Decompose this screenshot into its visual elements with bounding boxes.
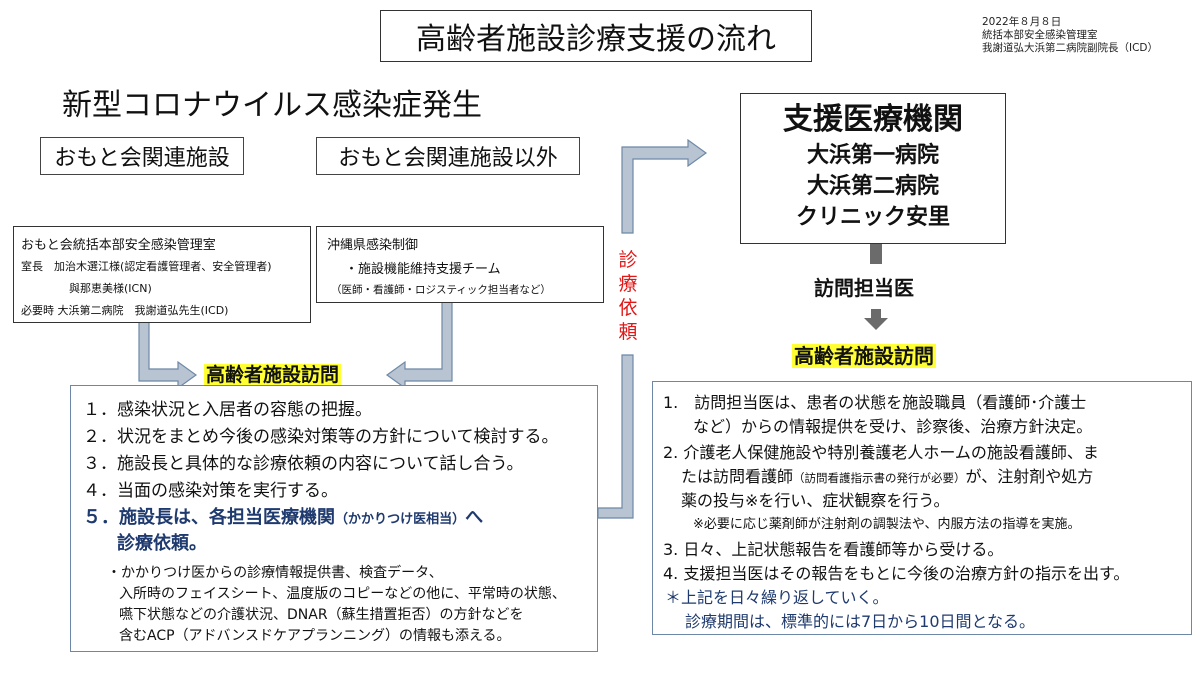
arrow-right-to-visit	[385, 297, 453, 390]
left-step-1: １．感染状況と入居者の容態の把握。	[83, 400, 372, 420]
left-step-5-a: ５．施設長は、各担当医療機関	[83, 507, 335, 528]
right-step-2a: 2. 介護老人保健施設や特別養護老人ホームの施設看護師、ま	[663, 443, 1099, 462]
visit-label-right: 高齢者施設訪問	[792, 340, 936, 369]
connector-support-doctor	[870, 244, 882, 264]
meta-date: 2022年８月８日	[982, 16, 1062, 28]
page-title: 高齢者施設診療支援の流れ	[380, 10, 812, 62]
visiting-doctor-label: 訪問担当医	[814, 276, 914, 300]
outbreak-heading: 新型コロナウイルス感染症発生	[62, 88, 482, 123]
support-hospital-2: 大浜第二病院	[806, 174, 939, 199]
left-step-5-d: 診療依頼。	[117, 533, 207, 554]
right-steps-box: 1. 訪問担当医は、患者の状態を施設職員（看護師･介護士 など）からの情報提供を…	[652, 381, 1192, 635]
category-omoto: おもと会関連施設	[40, 137, 244, 175]
okinawa-line2: ・施設機能維持支援チーム	[345, 262, 501, 277]
right-step-2d: が、注射剤や処方	[965, 467, 1094, 486]
left-note-2: 入所時のフェイスシート、温度版のコピーなどの他に、平常時の状態、	[119, 586, 566, 602]
left-note-3: 嚥下状態などの介護状況、DNAR（蘇生措置拒否）の方針などを	[119, 607, 524, 623]
visit-label-left-text: 高齢者施設訪問	[204, 364, 342, 386]
visit-label-left: 高齢者施設訪問	[204, 360, 342, 387]
support-hospital-3: クリニック安里	[795, 205, 950, 230]
left-steps-box: １．感染状況と入居者の容態の把握。 ２．状況をまとめ今後の感染対策等の方針につい…	[70, 385, 598, 652]
right-step-1b: など）からの情報提供を受け、診察後、治療方針決定。	[693, 417, 1093, 436]
right-summary-1: ＊上記を日々繰り返していく。	[665, 588, 889, 607]
category-non-omoto: おもと会関連施設以外	[316, 137, 580, 175]
left-step-5: ５．施設長は、各担当医療機関（かかりつけ医相当）へ	[83, 503, 483, 529]
arrow-doctor-to-visit	[864, 309, 888, 330]
right-summary-2: 診療期間は、標準的には7日から10日間となる。	[685, 612, 1036, 631]
right-step-2c: （訪問看護指示書の発行が必要）	[793, 471, 966, 485]
right-step-1a: 1. 訪問担当医は、患者の状態を施設職員（看護師･介護士	[663, 393, 1087, 412]
omoto-line3: 與那恵美様(ICN)	[69, 282, 152, 295]
left-step-5-c: へ	[465, 507, 484, 528]
right-step-2e: 薬の投与※を行い、症状観察を行う。	[681, 491, 950, 510]
meta-info: 2022年８月８日 統括本部安全感染管理室 我謝道弘大浜第二病院副院長（ICD）	[982, 16, 1158, 55]
left-note-4: 含むACP（アドバンスドケアプランニング）の情報も添える。	[119, 628, 511, 644]
visit-label-right-text: 高齢者施設訪問	[792, 344, 936, 368]
arrow-request-to-support	[597, 354, 634, 519]
omoto-infection-box: おもと会統括本部安全感染管理室 室長 加治木選江様(認定看護管理者、安全管理者)…	[13, 226, 311, 323]
meta-dept: 統括本部安全感染管理室	[982, 29, 1098, 41]
left-note-1: ・かかりつけ医からの診療情報提供書、検査データ、	[107, 565, 443, 581]
left-step-4: ４．当面の感染対策を実行する。	[83, 481, 338, 501]
okinawa-line3: （医師・看護師・ロジスティック担当者など）	[331, 284, 551, 296]
right-step-3: 3. 日々、上記状態報告を看護師等から受ける。	[663, 540, 1004, 559]
omoto-line1: おもと会統括本部安全感染管理室	[21, 238, 216, 253]
right-step-2b: たは訪問看護師	[681, 467, 794, 486]
right-step-2-line: たは訪問看護師（訪問看護指示書の発行が必要）が、注射剤や処方	[681, 463, 1093, 487]
support-hospital-1: 大浜第一病院	[806, 143, 939, 168]
right-step-note: ※必要に応じ薬剤師が注射剤の調製法や、内服方法の指導を実施。	[693, 517, 1081, 532]
right-step-4: 4. 支援担当医はその報告をもとに今後の治療方針の指示を出す。	[663, 564, 1130, 583]
okinawa-team-box: 沖縄県感染制御 ・施設機能維持支援チーム （医師・看護師・ロジスティック担当者な…	[316, 226, 604, 303]
arrow-left-to-visit	[138, 297, 198, 390]
request-label-text: 診療依頼	[618, 249, 638, 343]
left-step-2: ２．状況をまとめ今後の感染対策等の方針について検討する。	[83, 427, 559, 447]
left-step-3: ３．施設長と具体的な診療依頼の内容について話し合う。	[83, 454, 524, 474]
meta-author: 我謝道弘大浜第二病院副院長（ICD）	[982, 42, 1159, 54]
support-title: 支援医療機関	[783, 102, 963, 137]
request-label: 診療依頼	[615, 248, 641, 344]
omoto-line4: 必要時 大浜第二病院 我謝道弘先生(ICD)	[21, 304, 229, 317]
arrow-request-up	[621, 138, 708, 234]
omoto-line2: 室長 加治木選江様(認定看護管理者、安全管理者)	[21, 260, 272, 273]
support-institution-box: 支援医療機関 大浜第一病院 大浜第二病院 クリニック安里	[740, 93, 1006, 244]
left-step-5-b: （かかりつけ医相当）	[335, 512, 466, 527]
okinawa-line1: 沖縄県感染制御	[327, 238, 419, 253]
